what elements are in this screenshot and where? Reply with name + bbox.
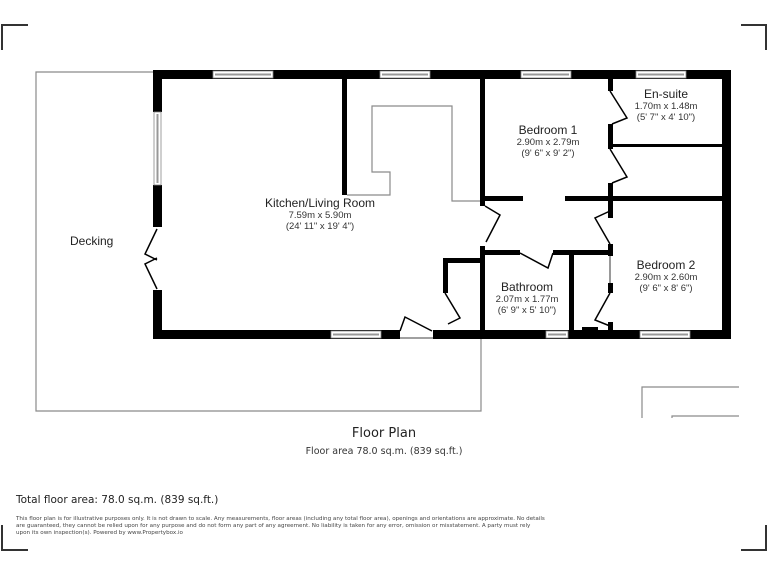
- room-dimensions-metric: 1.70m x 1.48m: [634, 100, 698, 112]
- window-bedroom2: [639, 330, 691, 339]
- room-dimensions-metric: 2.90m x 2.79m: [516, 136, 580, 148]
- hall-door-left: [484, 205, 501, 243]
- crop-marks: [1, 24, 767, 551]
- window-kitchen-left: [153, 111, 162, 186]
- room-dimensions-imperial: (24' 11" x 19' 4"): [285, 220, 355, 232]
- window-bedroom1: [520, 70, 572, 79]
- crop-mark-bottom-right: [741, 525, 767, 551]
- room-name: Bedroom 1: [518, 123, 578, 137]
- room-label-bedroom-1: Bedroom 1 2.90m x 2.79m (9' 6" x 9' 2"): [516, 123, 580, 160]
- room-dimensions-imperial: (9' 6" x 8' 6"): [639, 282, 693, 294]
- kitchen-counter-outline: [347, 105, 480, 202]
- room-dimensions-imperial: (9' 6" x 9' 2"): [521, 147, 575, 159]
- decking-outline: [35, 71, 482, 412]
- room-label-en-suite: En-suite 1.70m x 1.48m (5' 7" x 4' 10"): [634, 87, 698, 124]
- windows: [153, 70, 691, 339]
- entrance-door: [399, 315, 433, 339]
- room-dimensions-imperial: (6' 9" x 5' 10"): [497, 304, 557, 316]
- decking-label: Decking: [70, 234, 114, 248]
- window-en-suite: [635, 70, 687, 79]
- window-kitchen-top: [212, 70, 274, 79]
- bedroom2-door: [593, 210, 611, 245]
- steps-outline: [641, 386, 739, 418]
- room-label-bathroom: Bathroom 2.07m x 1.77m (6' 9" x 5' 10"): [495, 280, 559, 317]
- floor-plan-area: Floor area 78.0 sq.m. (839 sq.ft.): [305, 446, 463, 457]
- room-dimensions-metric: 2.90m x 2.60m: [634, 271, 698, 283]
- room-name: Bedroom 2: [636, 258, 696, 272]
- exterior-walls: [153, 70, 731, 339]
- floor-plan-title: Floor Plan: [351, 426, 417, 441]
- room-name: Kitchen/Living Room: [264, 196, 376, 210]
- window-bathroom: [545, 330, 569, 339]
- cupboard-door: [444, 292, 462, 325]
- window-kitchen-top-2: [379, 70, 431, 79]
- crop-mark-top-left: [1, 24, 28, 50]
- room-dimensions-metric: 2.07m x 1.77m: [495, 293, 559, 305]
- room-name: Bathroom: [500, 280, 554, 294]
- wardrobe-door-bedroom2: [593, 256, 611, 327]
- en-suite-door: [609, 90, 629, 125]
- interior-walls: [342, 79, 726, 332]
- room-label-kitchen-living: Kitchen/Living Room 7.59m x 5.90m (24' 1…: [264, 196, 376, 233]
- crop-mark-top-right: [741, 24, 767, 50]
- room-dimensions-metric: 7.59m x 5.90m: [288, 209, 352, 221]
- doors: [144, 90, 629, 339]
- crop-mark-bottom-left: [1, 525, 28, 551]
- bathroom-door: [519, 252, 554, 270]
- wardrobe-door-bedroom1: [609, 148, 629, 184]
- total-floor-area: Total floor area: 78.0 sq.m. (839 sq.ft.…: [16, 494, 219, 506]
- room-label-bedroom-2: Bedroom 2 2.90m x 2.60m (9' 6" x 8' 6"): [634, 258, 698, 295]
- disclaimer-text: This floor plan is for illustrative purp…: [16, 516, 545, 536]
- room-dimensions-imperial: (5' 7" x 4' 10"): [636, 111, 696, 123]
- bifold-door-decking: [144, 227, 162, 290]
- room-name: En-suite: [643, 87, 689, 101]
- window-kitchen-bottom: [330, 330, 382, 339]
